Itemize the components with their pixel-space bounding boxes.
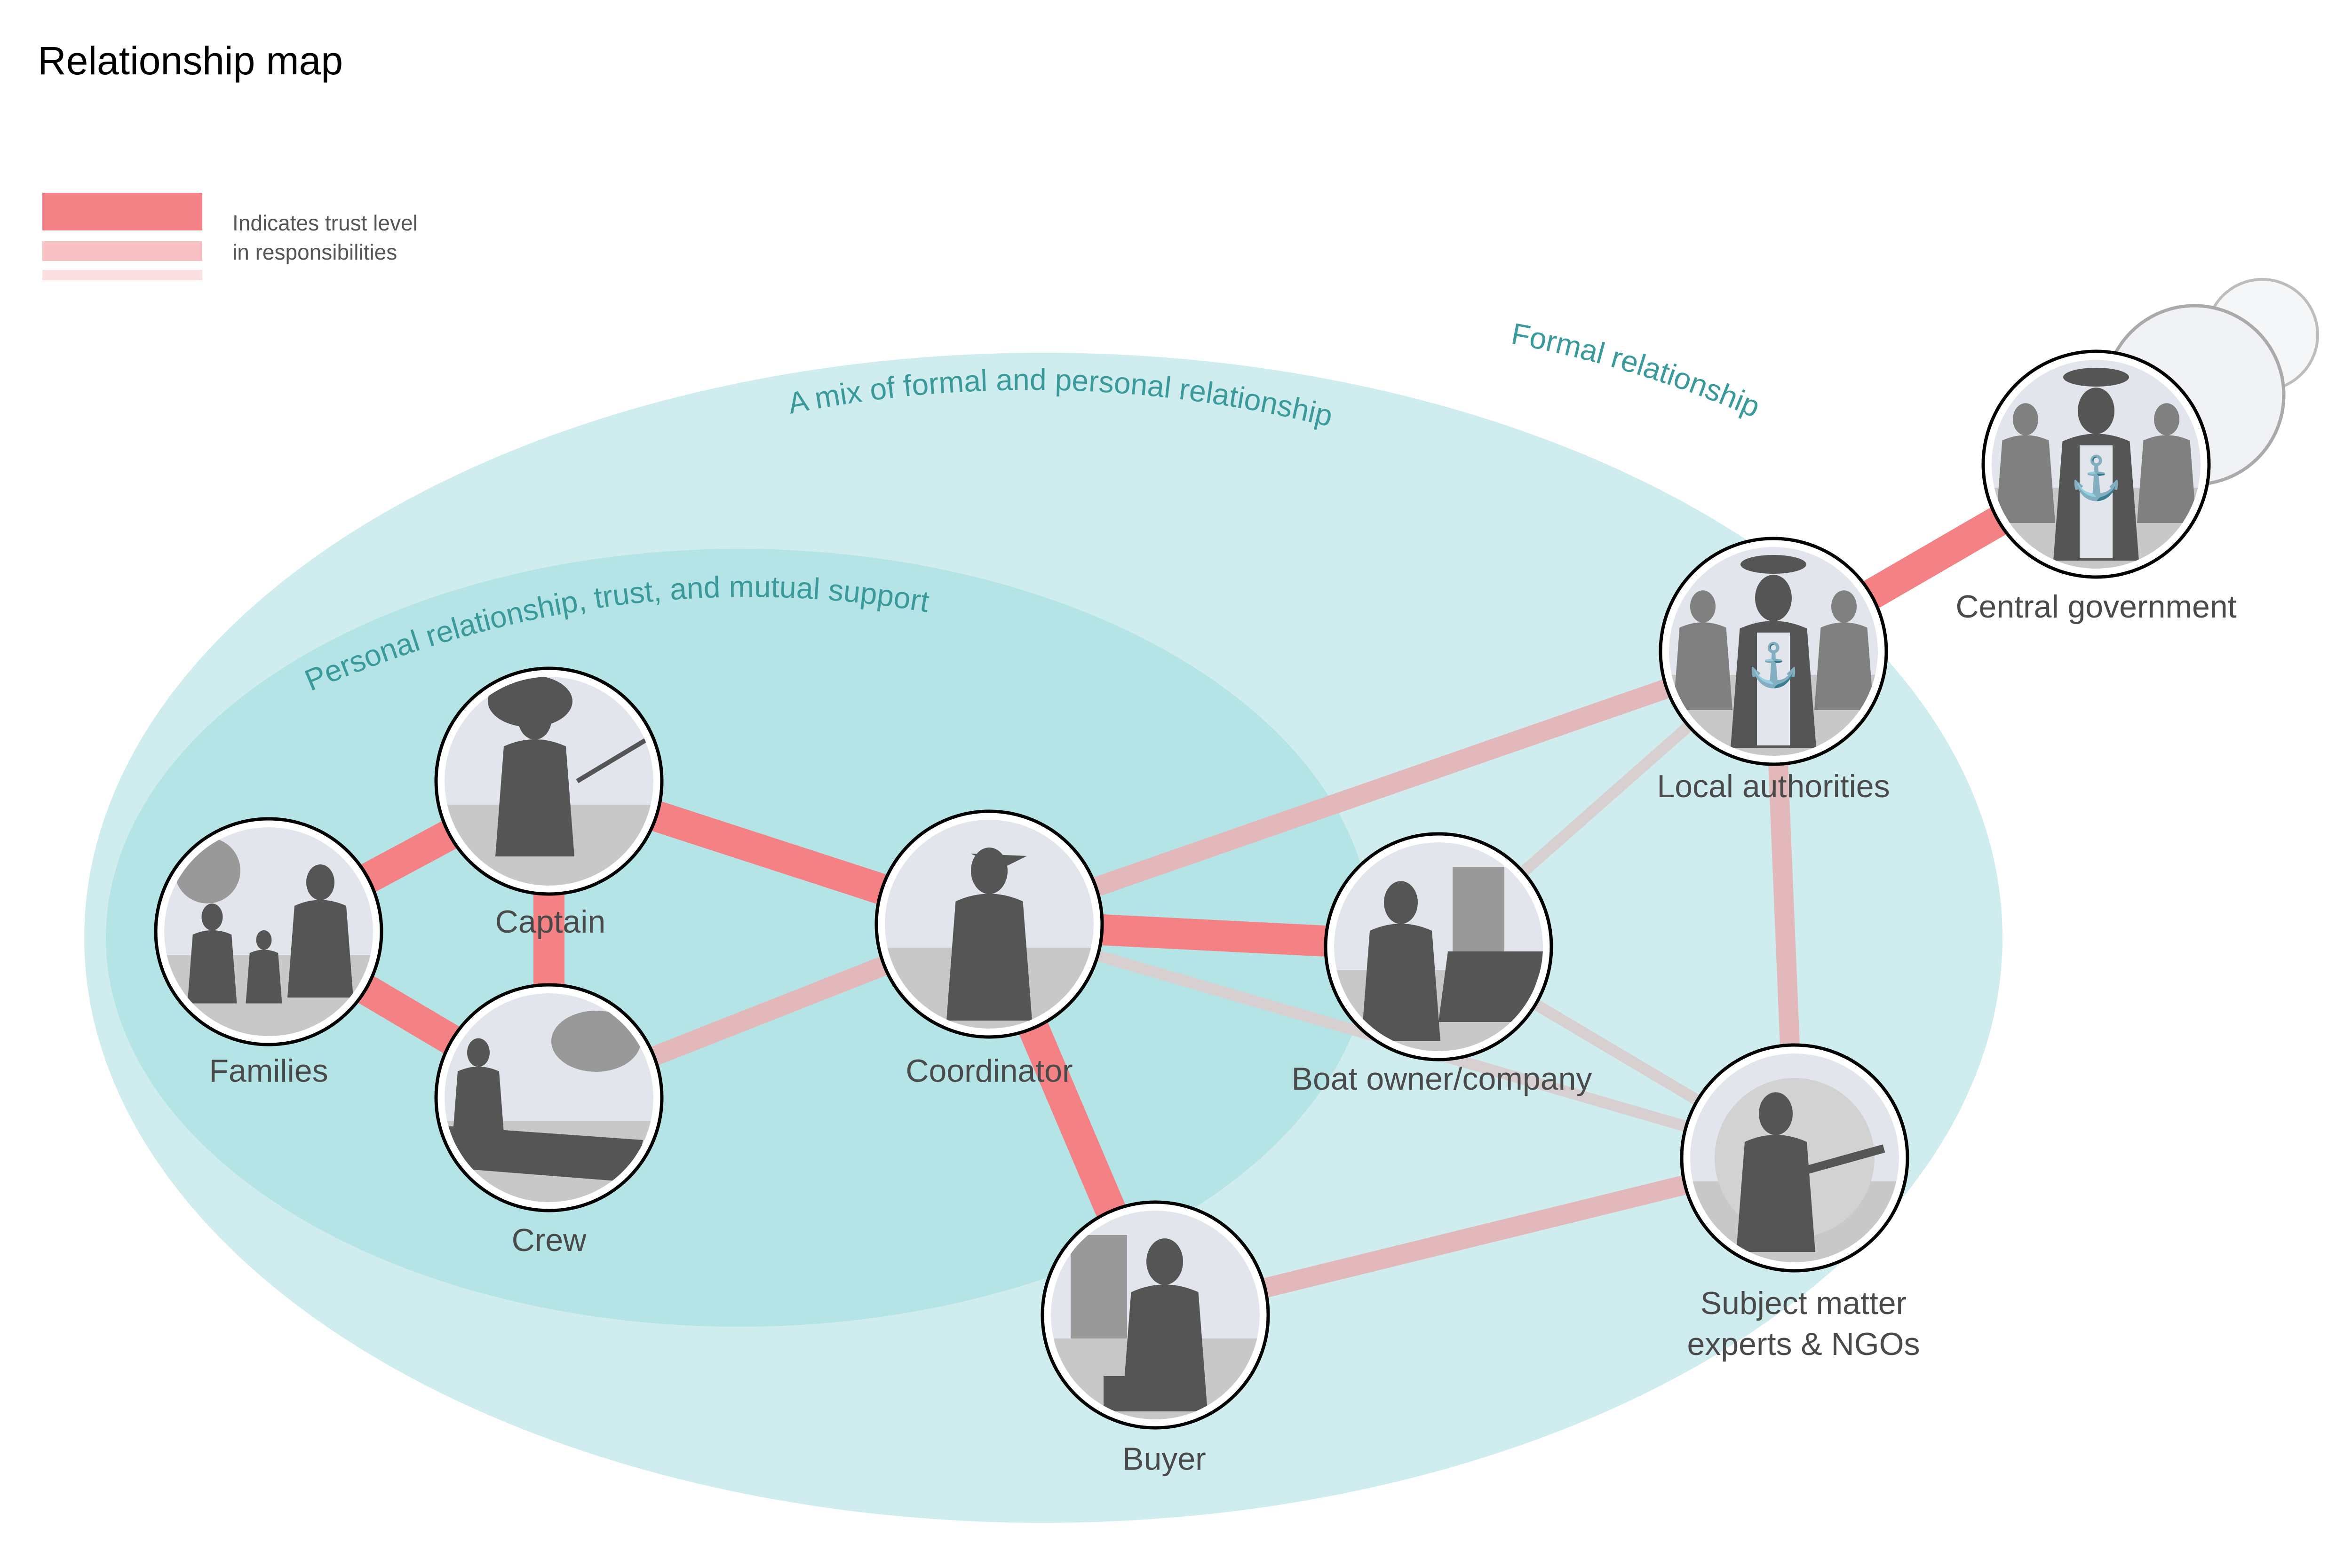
legend-medium-swatch (42, 241, 202, 261)
child-silhouette-icon (246, 930, 282, 1004)
briefcase-icon (1104, 1376, 1146, 1411)
legend-line-1: Indicates trust level (232, 211, 418, 235)
page-title: Relationship map (38, 39, 343, 83)
anchor-icon: ⚓ (2070, 454, 2122, 502)
nodes: ⚓⚓ (154, 349, 2211, 1451)
label-crew: Crew (512, 1222, 587, 1258)
legend-line-2: in responsibilities (232, 240, 397, 264)
zone-label-formal: Formal relationship (1509, 317, 1765, 424)
node-sme[interactable] (1680, 1043, 1909, 1294)
mother-silhouette-icon (187, 903, 237, 1004)
anchor-icon: ⚓ (1747, 641, 1800, 689)
official-right-silhouette-icon (1814, 590, 1874, 710)
label-captain: Captain (495, 904, 605, 940)
presenting-arm-icon (1798, 1144, 1885, 1176)
label-buyer: Buyer (1122, 1441, 1206, 1477)
node-local[interactable]: ⚓ (1659, 537, 1888, 788)
owner-silhouette-icon (1361, 881, 1440, 1041)
label-local-authorities: Local authorities (1657, 768, 1890, 804)
node-captain[interactable] (434, 666, 664, 918)
node-central[interactable]: ⚓ (1981, 349, 2211, 601)
node-families[interactable] (154, 817, 383, 1068)
node-buyer[interactable] (1041, 1200, 1270, 1451)
window-icon (1453, 867, 1504, 961)
fishing-net-icon (551, 1011, 641, 1072)
node-labels: Families Captain Crew Coordinator Buyer … (209, 589, 2236, 1477)
official-left-silhouette-icon (1996, 403, 2055, 523)
shirt-icon (2080, 445, 2113, 558)
official-left-silhouette-icon (1673, 590, 1732, 710)
captain-silhouette-icon (495, 697, 574, 856)
node-boat[interactable] (1324, 832, 1553, 1083)
cap-icon (970, 854, 1027, 868)
label-sme-line1: Subject matter (1700, 1285, 1907, 1321)
edge-coordinator-local (986, 642, 1777, 934)
laptop-icon (1438, 951, 1543, 1022)
label-boat-owner: Boat owner/company (1292, 1061, 1592, 1097)
label-coordinator: Coordinator (906, 1053, 1073, 1089)
label-families: Families (209, 1053, 328, 1089)
fisherman-silhouette-icon (452, 1038, 505, 1145)
hat-icon (2063, 368, 2129, 387)
fishing-rod-icon (576, 736, 649, 784)
label-central-government: Central government (1955, 589, 2236, 625)
node-coordinator[interactable] (874, 809, 1104, 1061)
inner-zone-personal (106, 549, 1372, 1327)
zone-label-formal-text: Formal relationship (1509, 317, 1765, 424)
official-right-silhouette-icon (2137, 403, 2196, 523)
node-crew[interactable] (434, 983, 664, 1234)
shirt-icon (1757, 633, 1790, 745)
boat-icon (445, 1126, 643, 1182)
hat-icon (1740, 555, 1806, 574)
expert-silhouette-icon (1736, 1092, 1815, 1252)
building-icon (1071, 1235, 1127, 1338)
label-sme-line2: experts & NGOs (1687, 1326, 1920, 1362)
legend: Indicates trust level in responsibilitie… (42, 193, 418, 280)
legend-low-swatch (42, 270, 202, 280)
father-silhouette-icon (287, 864, 353, 998)
legend-high-swatch (42, 193, 202, 230)
